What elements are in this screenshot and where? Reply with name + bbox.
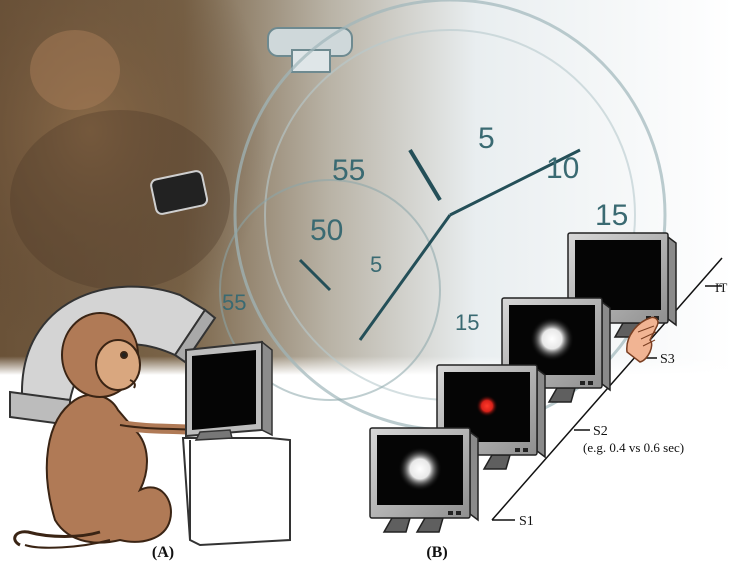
panel-a-label: (A) bbox=[152, 544, 174, 561]
stage-it-label: IT bbox=[715, 280, 727, 295]
red-stimulus bbox=[476, 395, 498, 417]
stage-s1-label: S1 bbox=[519, 514, 534, 529]
white-stimulus bbox=[398, 447, 442, 491]
dial-10-label: 10 bbox=[546, 152, 579, 185]
subdial-55-label: 55 bbox=[222, 290, 246, 315]
subdial-15-label: 15 bbox=[455, 310, 479, 335]
dial-50-label: 50 bbox=[310, 214, 343, 247]
white-stimulus bbox=[530, 317, 574, 361]
subdial-5-label: 5 bbox=[370, 252, 382, 277]
stage-s3-label: S3 bbox=[660, 352, 675, 367]
panel-b-label: (B) bbox=[426, 544, 447, 561]
monitor-s1 bbox=[370, 428, 478, 532]
dial-55-label: 55 bbox=[332, 154, 365, 187]
dial-15-label: 15 bbox=[595, 199, 628, 232]
stage-s2-note: (e.g. 0.4 vs 0.6 sec) bbox=[583, 440, 684, 455]
dial-5-label: 5 bbox=[478, 122, 495, 155]
stage-s2-label: S2 bbox=[593, 424, 608, 439]
